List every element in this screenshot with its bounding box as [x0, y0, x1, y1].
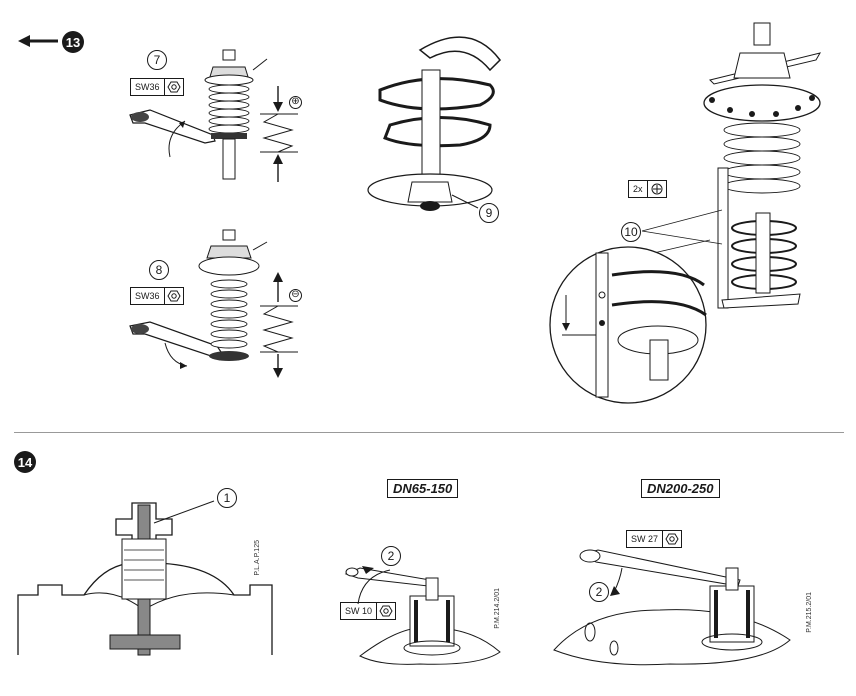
hex-nut-icon: [663, 531, 681, 547]
callout-1-number: 1: [217, 488, 237, 508]
crosshead-screw-icon: [648, 181, 666, 197]
spring-nut-closeup: [367, 36, 501, 211]
dn65-step-2-number: 2: [381, 546, 401, 566]
tool-label-sw36-top: SW36: [130, 78, 184, 96]
magnified-detail-circle: [549, 246, 707, 404]
actuator-loosen-illustration: [129, 229, 268, 369]
step-10-number: 10: [621, 222, 641, 242]
large-actuator-illustration: [703, 22, 822, 309]
section-divider: [14, 432, 844, 433]
tool-label-sw36-bottom: SW36: [130, 287, 184, 305]
plus-sign: ⊕: [289, 96, 302, 109]
step-9-number: 9: [479, 203, 499, 223]
tool-label-sw27: SW 27: [626, 530, 683, 548]
minus-sign: ⊖: [289, 289, 302, 302]
tool-size-text: SW 10: [341, 603, 378, 619]
figure-code-left: P.L.A.P.125: [254, 540, 261, 576]
dn65-150-title: DN65-150: [387, 479, 459, 498]
step-14-badge: 14: [14, 451, 36, 473]
tool-size-text: SW36: [131, 288, 165, 304]
hex-nut-icon: [165, 288, 183, 304]
actuator-tighten-illustration: [129, 49, 268, 180]
hex-nut-icon: [165, 79, 183, 95]
spring-compress-indicator: [260, 86, 298, 182]
tool-size-text: SW 27: [627, 531, 664, 547]
figure-code-dn65: P.M.214.2/01: [494, 588, 501, 629]
figure-code-dn200: P.M.215.2/01: [806, 592, 813, 633]
hex-nut-icon: [377, 603, 395, 619]
tool-label-sw10: SW 10: [340, 602, 397, 620]
step-7-number: 7: [147, 50, 167, 70]
step-13-badge: 13: [62, 31, 84, 53]
tool-label-2x: 2x: [628, 180, 667, 198]
dn200-250-title: DN200-250: [641, 479, 720, 498]
tool-size-text: SW36: [131, 79, 165, 95]
dn65-150-illustration: [344, 566, 501, 665]
valve-section-illustration: [17, 500, 273, 656]
dn200-step-2-number: 2: [589, 582, 609, 602]
spring-expand-indicator: [260, 272, 298, 378]
quantity-text: 2x: [629, 181, 648, 197]
back-arrow-icon: [18, 35, 58, 47]
step-8-number: 8: [149, 260, 169, 280]
dn200-250-illustration: [553, 549, 791, 666]
